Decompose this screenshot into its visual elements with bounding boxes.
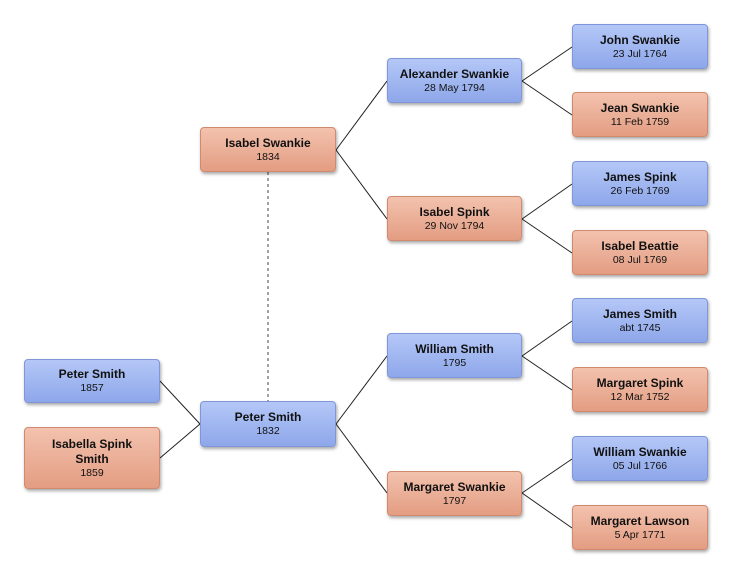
connector-line <box>335 80 388 151</box>
person-peter-smith-1857[interactable]: Peter Smith 1857 <box>24 359 160 403</box>
person-name: Margaret Swankie <box>403 479 506 494</box>
connector-line <box>521 218 573 254</box>
person-isabel-swankie[interactable]: Isabel Swankie 1834 <box>200 127 336 172</box>
person-isabella-spink-smith[interactable]: Isabella Spink Smith 1859 <box>24 427 160 489</box>
person-name: Peter Smith <box>58 367 126 381</box>
person-date: 12 Mar 1752 <box>610 390 670 403</box>
person-name: Isabel Beattie <box>601 238 679 253</box>
person-isabel-spink[interactable]: Isabel Spink 29 Nov 1794 <box>387 196 522 241</box>
person-james-spink[interactable]: James Spink 26 Feb 1769 <box>572 161 708 206</box>
person-date: 1795 <box>442 356 467 369</box>
person-name: James Spink <box>603 169 677 184</box>
person-name: John Swankie <box>599 32 681 47</box>
person-date: 29 Nov 1794 <box>424 219 485 232</box>
person-date: 28 May 1794 <box>424 81 485 94</box>
person-date: 23 Jul 1764 <box>612 47 668 60</box>
person-name: Margaret Spink <box>596 375 684 390</box>
person-name: Peter Smith <box>234 410 302 424</box>
connector-line <box>159 380 201 425</box>
person-william-swankie[interactable]: William Swankie 05 Jul 1766 <box>572 436 708 481</box>
person-name: James Smith <box>602 306 678 321</box>
person-name: William Smith <box>415 341 494 356</box>
person-date: 5 Apr 1771 <box>614 528 666 541</box>
person-margaret-swankie[interactable]: Margaret Swankie 1797 <box>387 471 522 516</box>
person-peter-smith-1832[interactable]: Peter Smith 1832 <box>200 401 336 447</box>
person-date: 11 Feb 1759 <box>610 115 670 128</box>
person-date: 08 Jul 1769 <box>612 253 668 266</box>
person-date: abt 1745 <box>619 321 661 334</box>
connector-line <box>335 149 388 220</box>
connector-line <box>521 355 573 391</box>
person-alexander-swankie[interactable]: Alexander Swankie 28 May 1794 <box>387 58 522 103</box>
person-name: Isabel Spink <box>419 204 490 219</box>
person-margaret-lawson[interactable]: Margaret Lawson 5 Apr 1771 <box>572 505 708 550</box>
person-date: 05 Jul 1766 <box>612 459 668 472</box>
person-isabel-beattie[interactable]: Isabel Beattie 08 Jul 1769 <box>572 230 708 275</box>
person-name: Isabel Swankie <box>225 135 311 150</box>
person-james-smith[interactable]: James Smith abt 1745 <box>572 298 708 343</box>
connector-line <box>521 80 573 116</box>
person-date: 1857 <box>80 382 104 394</box>
person-jean-swankie[interactable]: Jean Swankie 11 Feb 1759 <box>572 92 708 137</box>
connector-line <box>521 46 573 82</box>
connector-line <box>335 355 388 425</box>
person-date: 1834 <box>256 150 280 163</box>
person-date: 1859 <box>80 466 104 479</box>
person-date: 1797 <box>442 494 467 507</box>
connector-line <box>159 423 201 459</box>
person-name: Isabella Spink Smith <box>51 436 133 466</box>
person-william-smith[interactable]: William Smith 1795 <box>387 333 522 378</box>
connector-line <box>335 423 388 494</box>
person-date: 26 Feb 1769 <box>610 184 670 197</box>
connector-line <box>521 320 573 357</box>
connector-line <box>521 492 573 529</box>
person-name: Jean Swankie <box>600 100 680 115</box>
connector-line <box>521 458 573 494</box>
person-name: Margaret Lawson <box>590 513 690 528</box>
person-date: 1832 <box>256 425 280 437</box>
person-john-swankie[interactable]: John Swankie 23 Jul 1764 <box>572 24 708 69</box>
person-name: William Swankie <box>593 444 687 459</box>
person-name: Alexander Swankie <box>399 66 510 81</box>
connector-line <box>521 183 573 220</box>
person-margaret-spink[interactable]: Margaret Spink 12 Mar 1752 <box>572 367 708 412</box>
